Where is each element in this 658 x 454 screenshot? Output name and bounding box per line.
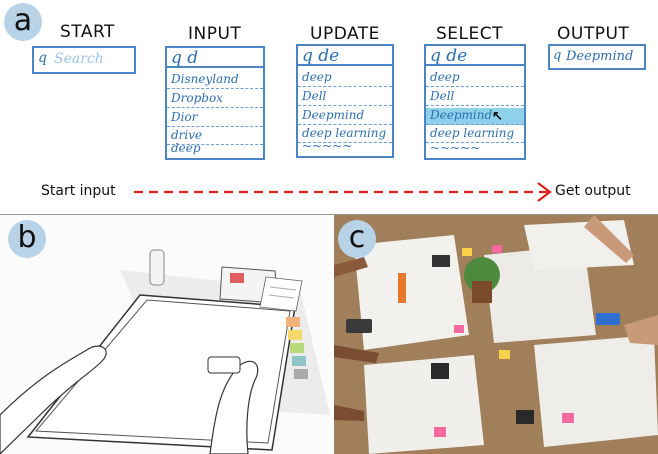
panel-a-badge: a — [4, 3, 42, 41]
output-query-text: Deepmind — [566, 49, 634, 64]
flow-arrow — [134, 182, 552, 202]
search-icon: q — [302, 46, 319, 66]
list-item: Dell — [426, 89, 524, 106]
list-item: deep learning — [298, 126, 392, 143]
stage-label-select: SELECT — [436, 24, 503, 44]
stage-label-input: INPUT — [188, 24, 242, 44]
stage-label-output: OUTPUT — [557, 24, 630, 44]
list-item: Dell — [298, 89, 392, 106]
input-dropdown: q d Disneyland Dropbox Dior drive deep — [165, 46, 265, 160]
photo-illustration — [334, 215, 658, 454]
list-item: Dropbox — [167, 91, 263, 108]
cursor-icon: ↖ — [492, 108, 503, 123]
search-icon: q — [553, 48, 562, 63]
divider — [0, 214, 658, 215]
list-item: deep — [298, 70, 392, 87]
input-query-text: d — [187, 48, 199, 68]
stage-label-update: UPDATE — [310, 24, 380, 44]
flow-start-text: Start input — [41, 183, 116, 199]
panel-b-badge: b — [8, 220, 46, 258]
list-item: ~~~~~ — [302, 139, 353, 153]
update-query-text: de — [318, 46, 340, 66]
update-dropdown: q de deep Dell Deepmind deep learning ~~… — [296, 44, 394, 158]
list-item: drive — [167, 128, 263, 145]
update-query: q de — [298, 46, 392, 66]
select-query: q de — [426, 46, 524, 66]
list-item: deep learning — [426, 126, 524, 143]
start-search-box: q Search — [32, 46, 136, 74]
list-item: Deepmind — [298, 108, 392, 125]
search-icon: q — [38, 50, 47, 66]
start-query-text: Search — [54, 51, 104, 67]
list-item: deep — [171, 141, 201, 155]
panel-c: c — [334, 215, 658, 454]
stage-label-start: START — [60, 22, 115, 42]
select-query-text: de — [446, 46, 468, 66]
flow-end-text: Get output — [555, 183, 631, 199]
output-search-box: q Deepmind — [548, 44, 646, 70]
selected-list-item: Deepmind — [426, 108, 524, 125]
list-item: Disneyland — [167, 72, 263, 89]
input-query: q d — [167, 48, 263, 68]
list-item: Dior — [167, 110, 263, 127]
search-icon: q — [430, 46, 447, 66]
search-icon: q — [171, 48, 188, 68]
list-item: deep — [426, 70, 524, 87]
panel-c-badge: c — [338, 220, 376, 258]
sketch-illustration — [0, 249, 330, 454]
panel-b: b — [0, 215, 332, 454]
list-item: ~~~~~ — [430, 141, 481, 155]
select-dropdown: q de deep Dell Deepmind ↖ deep learning … — [424, 44, 526, 160]
